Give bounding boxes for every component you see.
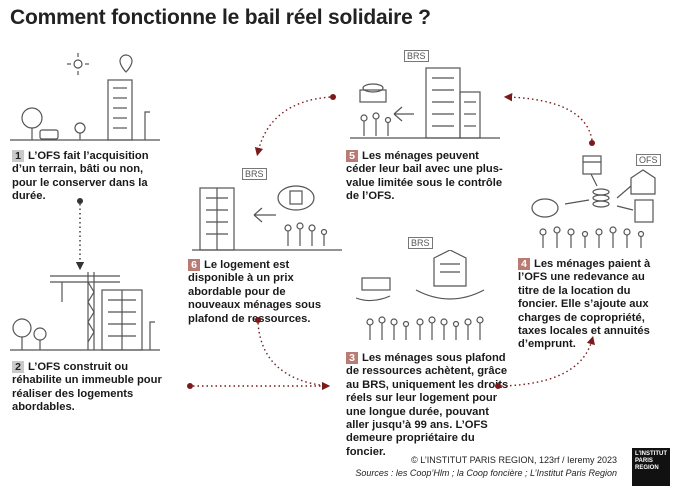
land-acquisition-illustration	[10, 53, 160, 141]
sources: Sources : les Coop’Hlm ; la Coop foncièr…	[355, 468, 617, 478]
step-2-number: 2	[12, 361, 24, 373]
new-household-illustration	[192, 185, 342, 251]
brs-badge-3: BRS	[408, 237, 433, 249]
connector-2-to-3	[187, 381, 331, 391]
connector-4-to-5	[503, 92, 595, 146]
step-5-number: 5	[346, 150, 358, 162]
step-2-text: L’OFS construit ou réhabilite un immeubl…	[12, 361, 162, 414]
connector-1-to-2	[75, 198, 85, 271]
logo-line-3: REGION	[635, 465, 659, 471]
step-3-text: Les ménages sous plafond de ressources a…	[346, 352, 509, 458]
connector-6-to-3	[255, 317, 327, 387]
step-5-text: Les ménages peuvent céder leur bail avec…	[346, 150, 503, 203]
connector-3-to-4	[495, 335, 595, 389]
brs-badge-5: BRS	[404, 50, 429, 62]
institut-logo: L’INSTITUT PARIS REGION	[632, 448, 670, 486]
fee-payment-illustration	[531, 155, 656, 248]
construction-illustration	[10, 272, 160, 351]
logo-line-2: PARIS	[635, 458, 653, 464]
resale-illustration	[350, 67, 500, 139]
connector-5-to-6	[254, 94, 336, 157]
page-title: Comment fonctionne le bail réel solidair…	[10, 6, 431, 29]
logo-line-1: L’INSTITUT	[635, 451, 667, 457]
ofs-badge: OFS	[636, 154, 661, 166]
brs-badge-6: BRS	[242, 168, 267, 180]
purchase-illustration	[355, 250, 485, 340]
copyright: © L’INSTITUT PARIS REGION, 123rf / Ierem…	[411, 455, 617, 465]
step-1-text: L’OFS fait l’acquisition d’un terrain, b…	[12, 150, 149, 203]
step-6-number: 6	[188, 259, 200, 271]
step-4-number: 4	[518, 258, 530, 270]
step-6-text: Le logement est disponible à un prix abo…	[188, 259, 322, 325]
step-4-text: Les ménages paient à l’OFS une redevance…	[518, 258, 651, 351]
step-3-number: 3	[346, 352, 358, 364]
step-1-number: 1	[12, 150, 24, 162]
